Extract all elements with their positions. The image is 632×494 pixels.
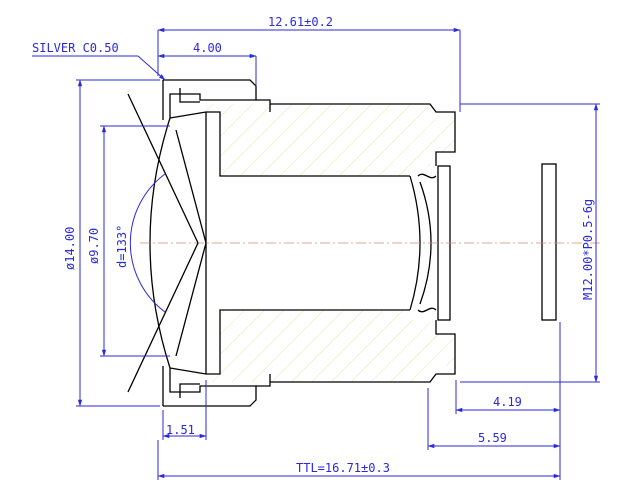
field-angle-arc bbox=[127, 93, 199, 393]
front-lens bbox=[149, 111, 207, 375]
thread-spec-label: M12.00*P0.5-6g bbox=[581, 199, 595, 300]
thread-offset-label: 4.00 bbox=[193, 41, 222, 55]
back-focal-2-label: 5.59 bbox=[478, 431, 507, 445]
inner-diameter-label: ø9.70 bbox=[87, 228, 101, 264]
total-track-label: TTL=16.71±0.3 bbox=[296, 461, 390, 475]
dimension-lines bbox=[32, 27, 600, 480]
chamfer-note-label: SILVER C0.50 bbox=[32, 41, 119, 55]
barrel-hatch bbox=[206, 104, 455, 382]
back-focal-1-label: 4.19 bbox=[493, 395, 522, 409]
field-angle-label: d=133° bbox=[115, 225, 129, 268]
overall-length-label: 12.61±0.2 bbox=[268, 15, 333, 29]
flange-width-label: 1.51 bbox=[166, 423, 195, 437]
barrel-outline bbox=[162, 79, 456, 407]
filter-plates bbox=[437, 163, 557, 321]
outer-diameter-label: ø14.00 bbox=[63, 227, 77, 270]
